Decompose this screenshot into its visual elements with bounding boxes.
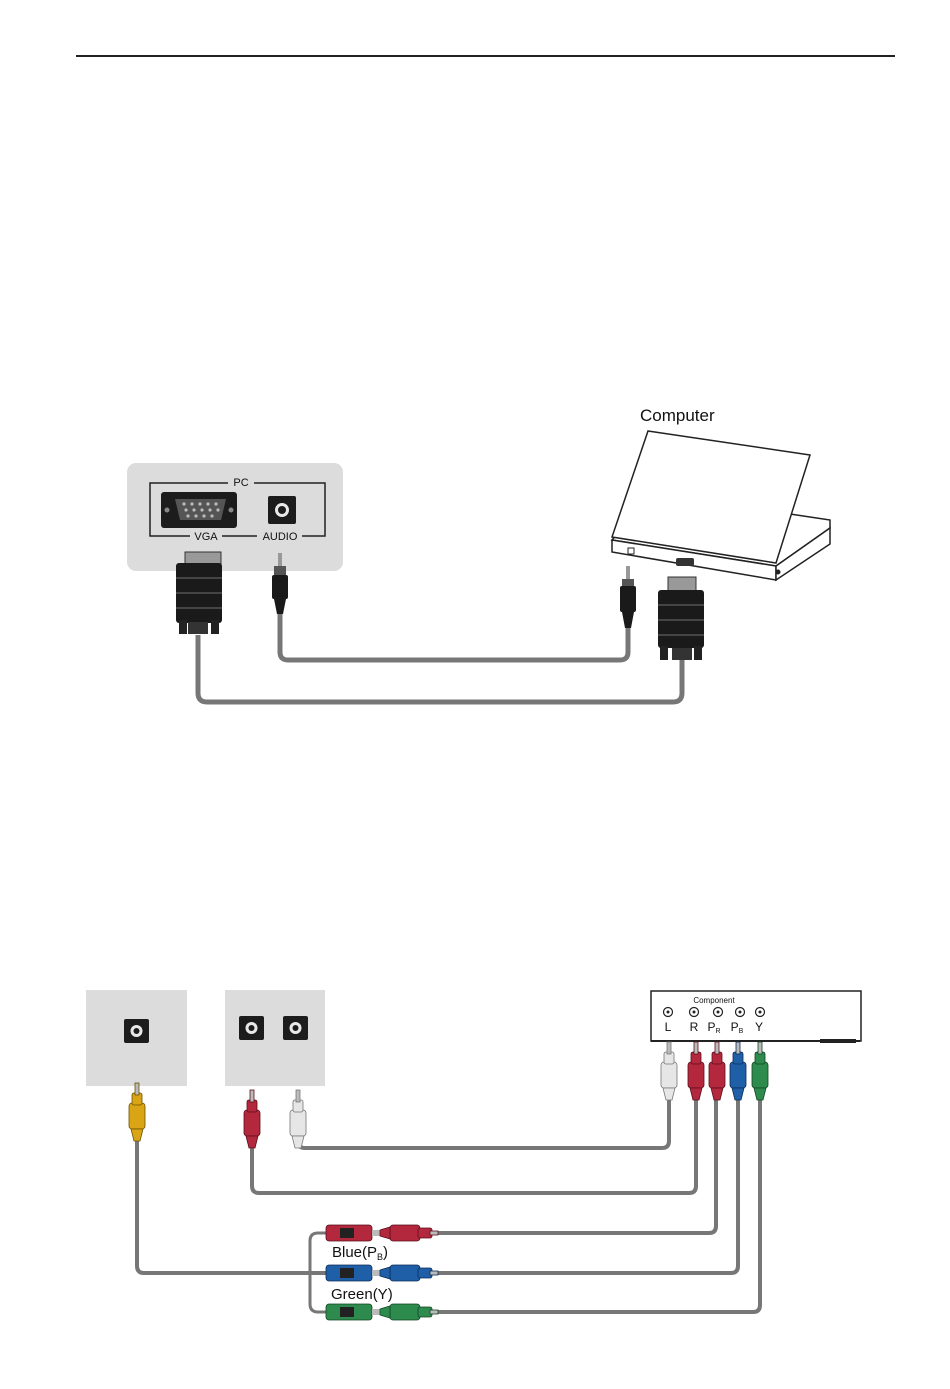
component-plug-red-pr <box>709 1042 725 1100</box>
audio-jack-right <box>283 1016 308 1040</box>
audio-port <box>268 496 296 524</box>
jack-label-y: Y <box>755 1020 763 1034</box>
pc-connection-diagram: PC VGA AUDIO <box>127 406 830 702</box>
pr-cable <box>432 1098 716 1233</box>
component-source-device: Component L R PR PB Y <box>651 991 861 1043</box>
vga-plug-computer <box>658 577 704 660</box>
video-plug-yellow <box>129 1083 145 1141</box>
pc-panel-title: PC <box>233 477 248 489</box>
green-y-label: Green(Y) <box>331 1286 393 1303</box>
audio-l-cable <box>298 1098 669 1148</box>
component-title: Component <box>693 996 735 1005</box>
jack-label-r: R <box>690 1020 699 1034</box>
laptop-computer <box>612 431 830 580</box>
blue-pb-label: Blue(PB) <box>332 1244 388 1262</box>
adapter-green <box>326 1304 438 1320</box>
vga-cable <box>198 635 682 702</box>
jack-label-l: L <box>665 1020 672 1034</box>
component-connection-diagram: Component L R PR PB Y <box>86 990 861 1320</box>
audio-plug-red <box>244 1090 260 1148</box>
audio-cable <box>280 610 628 660</box>
video-cable <box>137 1133 330 1273</box>
audio-plug-white <box>290 1090 306 1148</box>
video-jack <box>124 1019 149 1043</box>
component-plug-green <box>752 1042 768 1100</box>
audio-r-cable <box>252 1098 696 1193</box>
vga-port <box>161 492 237 528</box>
component-plug-blue <box>730 1042 746 1100</box>
audio-jack-left <box>239 1016 264 1040</box>
component-plug-white <box>661 1042 677 1100</box>
audio-plug-computer <box>620 566 636 628</box>
y-cable <box>432 1098 760 1312</box>
computer-label: Computer <box>640 406 715 425</box>
vga-plug-panel <box>176 552 222 634</box>
vga-label: VGA <box>194 531 218 543</box>
adapter-red <box>326 1225 438 1241</box>
component-plug-red-r <box>688 1042 704 1100</box>
pb-cable <box>432 1098 738 1273</box>
adapter-blue <box>326 1265 438 1281</box>
audio-label: AUDIO <box>263 531 298 543</box>
